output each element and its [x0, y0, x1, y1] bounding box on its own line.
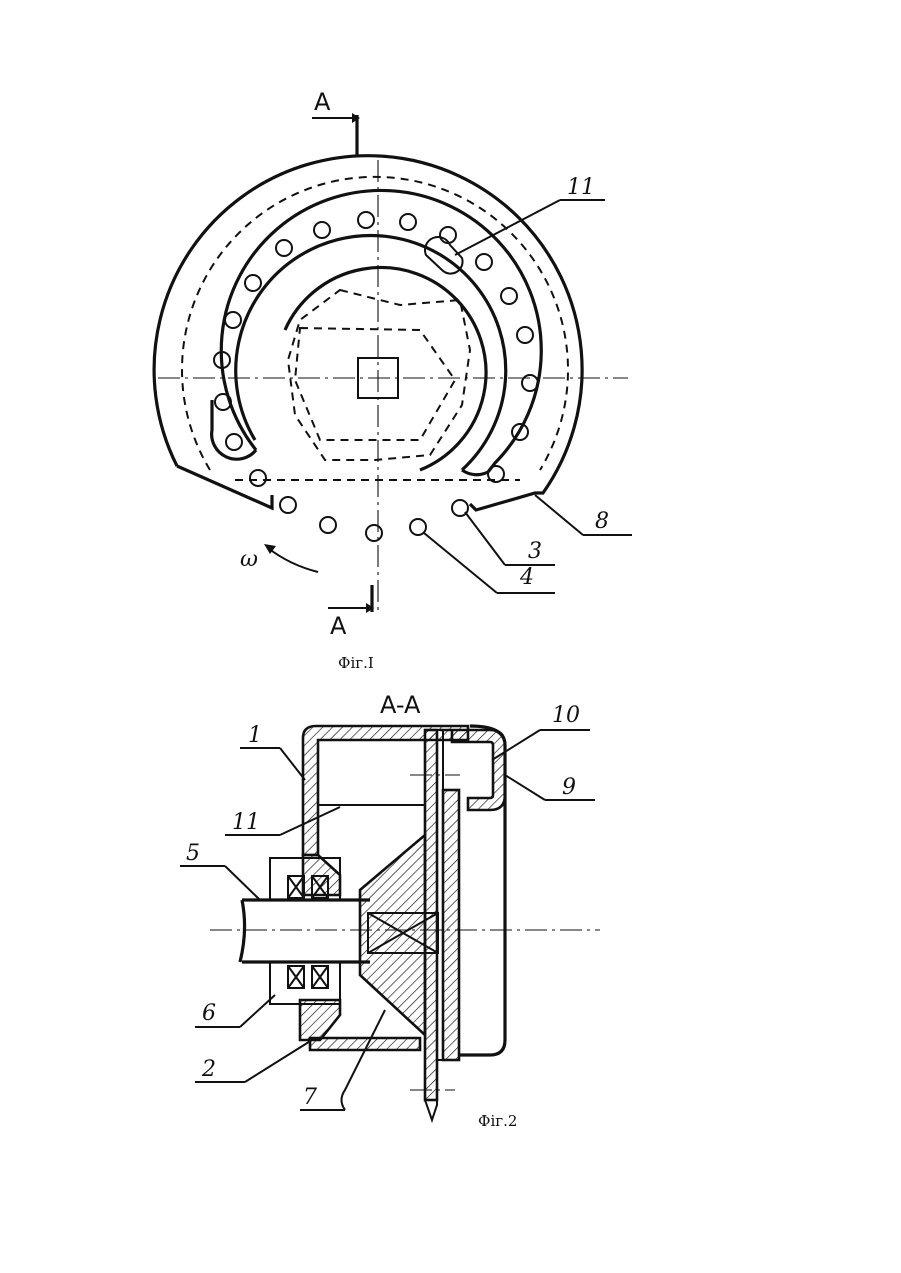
callout-3: 3 [528, 539, 542, 564]
callout-9: 9 [562, 775, 576, 800]
bolt-hole [501, 288, 517, 304]
callout-11-fig2: 11 [232, 810, 260, 835]
leader-3 [465, 512, 505, 565]
leader-9 [505, 775, 545, 800]
bolt-hole [314, 222, 330, 238]
disc-plate [425, 730, 437, 1100]
bolt-hole [517, 327, 533, 343]
rotation-arrow [268, 548, 318, 572]
bolt-hole [488, 466, 504, 482]
shaft-5 [240, 900, 370, 962]
bolt-hole [280, 497, 296, 513]
callout-6: 6 [202, 1001, 216, 1026]
section-label-a-bottom: A [330, 612, 347, 640]
housing-2-neck [300, 1000, 340, 1040]
bolt-hole [226, 434, 242, 450]
leader-6 [240, 995, 275, 1027]
callout-11: 11 [567, 175, 595, 200]
c-part-outer [221, 190, 541, 474]
callout-2: 2 [201, 1057, 216, 1082]
bolt-hole [358, 212, 374, 228]
omega-label: ω [240, 547, 258, 572]
outer-housing-left-cut [177, 466, 272, 508]
bolt-hole [225, 312, 241, 328]
leader-1 [280, 748, 305, 780]
bolt-hole [476, 254, 492, 270]
figure-1-caption: Фіг.І [338, 654, 374, 672]
figure-2-caption: Фіг.2 [478, 1112, 517, 1130]
section-label-a-top: A [314, 88, 331, 116]
bolt-hole [250, 470, 266, 486]
leader-2 [245, 1040, 312, 1082]
bolt-hole [522, 375, 538, 391]
bolt-hole [276, 240, 292, 256]
leader-4 [424, 533, 497, 593]
bolt-hole [245, 275, 261, 291]
figure-1: A A ω 11 8 3 4 Фіг.І [154, 88, 632, 672]
callout-5: 5 [186, 841, 200, 866]
section-title: A-A [380, 691, 421, 719]
callout-4: 4 [519, 565, 534, 590]
callout-7: 7 [303, 1085, 317, 1110]
callout-8: 8 [595, 509, 609, 534]
leader-7 [342, 1010, 386, 1110]
cover-plate-9 [443, 790, 459, 1060]
dashed-inner-star [295, 328, 455, 440]
cone-hub-7 [360, 835, 425, 1035]
leader-5 [225, 866, 260, 900]
callout-10: 10 [552, 703, 580, 728]
bolt-holes [214, 212, 538, 541]
bolt-hole [400, 214, 416, 230]
bolt-hole [410, 519, 426, 535]
bolt-hole [366, 525, 382, 541]
dashed-star [288, 290, 470, 460]
leader-8 [535, 495, 583, 535]
figure-2: A-A [180, 691, 600, 1130]
bolt-hole [320, 517, 336, 533]
callout-1: 1 [248, 723, 262, 748]
